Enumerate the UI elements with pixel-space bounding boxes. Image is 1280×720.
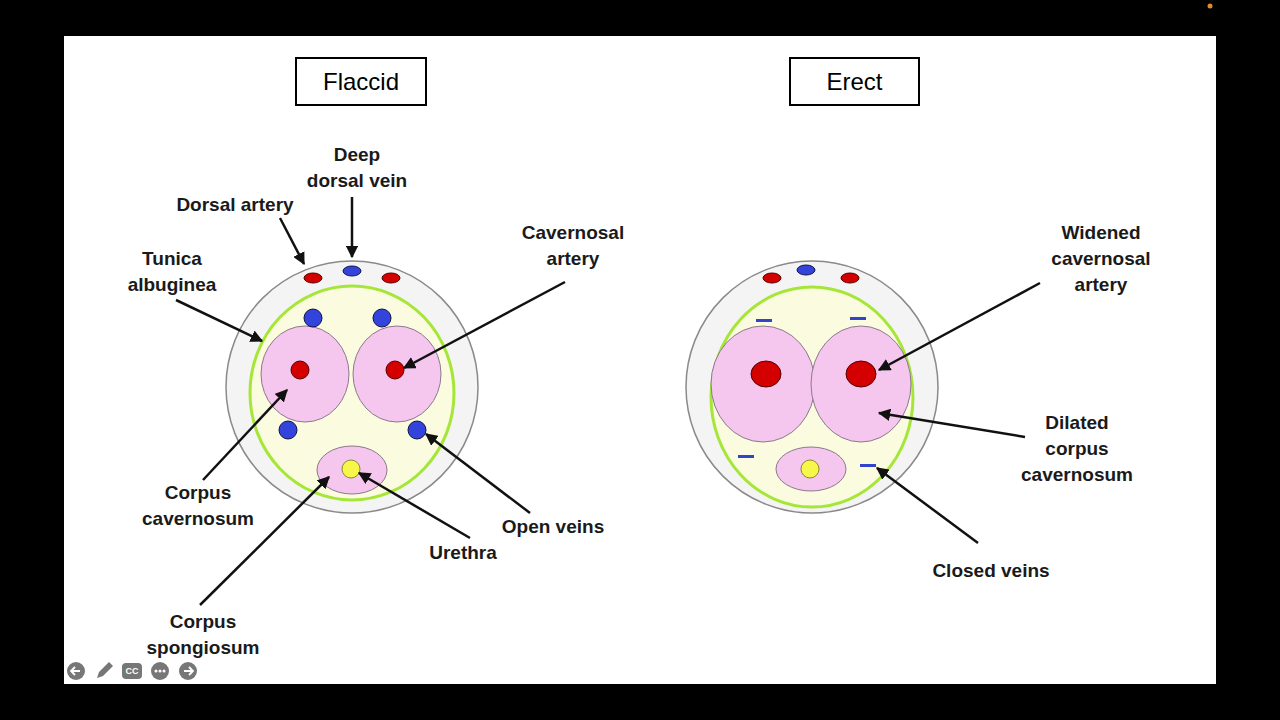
closed-vein <box>738 455 754 458</box>
part-label: Widened cavernosal artery <box>1041 220 1161 298</box>
more-dot <box>159 670 162 673</box>
part-label: Corpus spongiosum <box>141 609 265 661</box>
leader-arrow <box>426 434 530 513</box>
next-icon <box>184 667 193 675</box>
title-box: Flaccid <box>295 57 427 106</box>
title-text: Erect <box>826 68 882 96</box>
title-box: Erect <box>789 57 920 106</box>
corpus-spongiosum <box>317 446 387 494</box>
corpus-cavernosum <box>711 326 815 442</box>
leader-arrow <box>877 468 978 543</box>
more-button <box>151 662 169 680</box>
dorsal-artery <box>382 273 400 283</box>
corpus-spongiosum <box>776 447 846 491</box>
prev-icon <box>71 667 80 675</box>
cavernosal-artery <box>386 361 404 379</box>
open-vein <box>373 309 391 327</box>
pen-icon <box>97 662 113 678</box>
leader-arrow <box>176 300 262 341</box>
leader-arrow <box>879 283 1040 370</box>
deep-dorsal-vein <box>343 266 361 276</box>
leader-arrow <box>404 282 565 368</box>
slide-background <box>64 36 1216 684</box>
leader-arrow <box>280 218 304 264</box>
more-dot <box>163 670 166 673</box>
title-text: Flaccid <box>323 68 399 96</box>
leader-arrow <box>203 390 287 480</box>
dorsal-artery <box>841 273 859 283</box>
open-vein <box>304 309 322 327</box>
part-label: Cavernosal artery <box>507 220 639 272</box>
flaccid-section <box>226 261 478 513</box>
dorsal-artery <box>763 273 781 283</box>
cavernosal-artery <box>846 361 876 387</box>
part-label: Tunica albuginea <box>112 246 232 298</box>
part-label: Urethra <box>403 540 523 566</box>
leader-arrow <box>351 197 354 257</box>
more-dot <box>155 670 158 673</box>
corpus-cavernosum <box>811 326 911 442</box>
closed-vein <box>860 464 876 467</box>
next-button <box>179 662 197 680</box>
corpus-cavernosum <box>261 326 349 422</box>
part-label: Corpus cavernosum <box>132 480 264 532</box>
part-label: Deep dorsal vein <box>303 142 411 194</box>
cavernosal-artery <box>751 361 781 387</box>
deep-dorsal-vein <box>797 265 815 275</box>
part-label: Closed veins <box>906 558 1076 584</box>
part-label: Dorsal artery <box>150 192 320 218</box>
cc-button <box>122 663 142 679</box>
outer-skin <box>226 261 478 513</box>
status-dot <box>1208 4 1213 9</box>
tunica-albuginea <box>250 286 454 500</box>
leader-arrow <box>359 473 470 538</box>
outer-skin <box>686 261 938 513</box>
prev-button <box>67 662 85 680</box>
urethra <box>801 460 819 478</box>
tunica-albuginea <box>711 287 913 507</box>
part-label: Dilated corpus cavernosum <box>1019 410 1135 488</box>
corpus-cavernosum <box>353 326 441 422</box>
cavernosal-artery <box>291 361 309 379</box>
leader-arrow <box>879 413 1025 437</box>
urethra <box>342 460 360 478</box>
dorsal-artery <box>304 273 322 283</box>
slide-controls <box>67 662 197 680</box>
erect-section <box>686 261 938 513</box>
part-label: Open veins <box>473 514 633 540</box>
closed-vein <box>756 319 772 322</box>
leader-lines <box>176 197 1040 605</box>
closed-vein <box>850 317 866 320</box>
open-vein <box>408 421 426 439</box>
caption-button-text: CC <box>122 665 142 677</box>
open-vein <box>279 421 297 439</box>
